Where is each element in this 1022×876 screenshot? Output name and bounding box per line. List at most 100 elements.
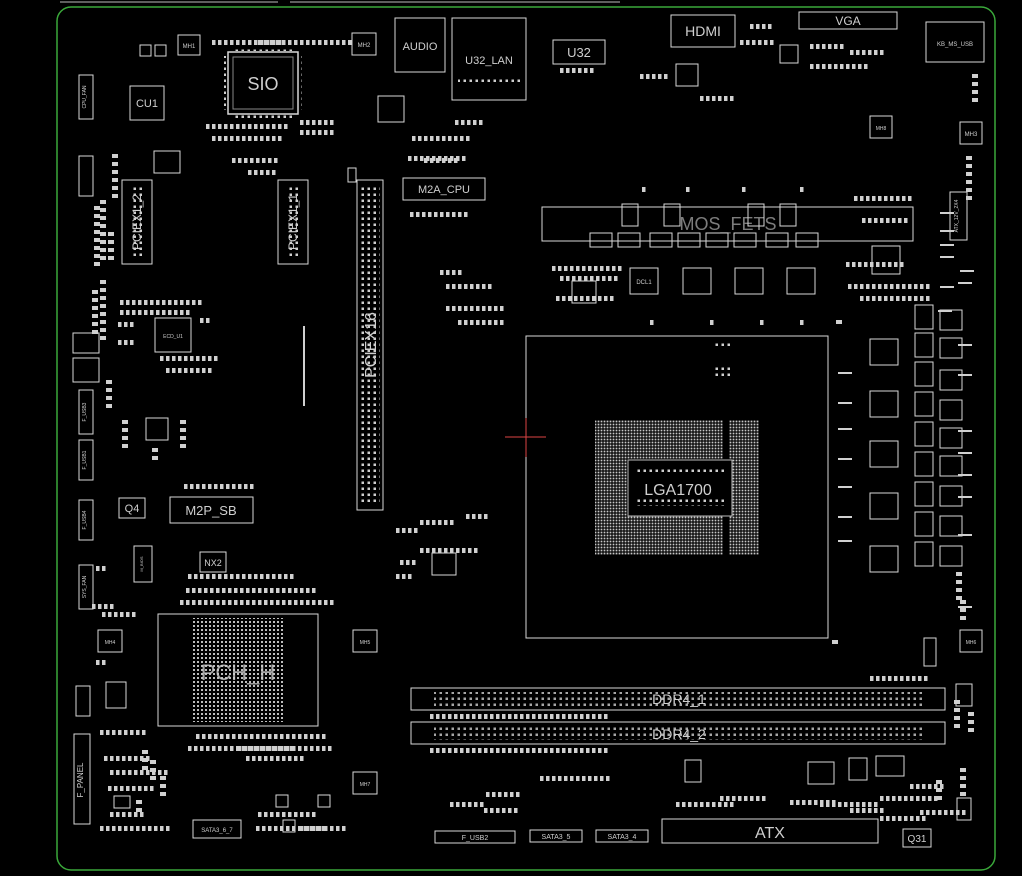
passive-pad — [194, 746, 198, 751]
passive-pad — [938, 310, 952, 312]
passive-pad — [184, 356, 188, 361]
passive-pad — [902, 284, 906, 289]
passive-pad — [318, 826, 322, 831]
passive-pad — [650, 320, 654, 325]
m2p-sb-label: M2P_SB — [185, 503, 236, 518]
ecd-u1-chip[interactable]: ECD_U1 — [154, 317, 192, 353]
pciex16-slot[interactable]: PCIEX16 — [347, 167, 384, 511]
pciex1-1-slot[interactable]: PCIEX1_1 — [277, 179, 309, 265]
u32-lan-connector[interactable]: U32_LAN — [451, 17, 527, 101]
passive-pad — [318, 600, 322, 605]
passive-pad — [298, 746, 302, 751]
sio-label: SIO — [247, 74, 278, 94]
passive-pad — [222, 600, 226, 605]
passive-pad — [960, 616, 966, 620]
passive-pad — [574, 748, 578, 753]
board-outline — [56, 6, 996, 871]
passive-pad — [108, 248, 114, 252]
passive-pad — [442, 158, 446, 163]
passive-pad — [396, 528, 400, 533]
passive-pad — [244, 734, 248, 739]
passive-pad — [110, 812, 114, 817]
passive-pad — [178, 368, 182, 373]
audio-connector[interactable]: AUDIO — [394, 17, 446, 73]
passive-pad — [454, 714, 458, 719]
ddr4-1-slot[interactable]: DDR4_1 — [410, 687, 946, 711]
passive-pad — [642, 187, 646, 192]
passive-pad — [768, 24, 772, 29]
passive-pad — [816, 64, 820, 69]
pciex1-2-slot[interactable]: PCIEX1_2 — [121, 179, 153, 265]
passive-pad — [746, 40, 750, 45]
sio-chip[interactable]: SIO — [224, 48, 302, 118]
sata3-4-connector[interactable]: SATA3_4 — [595, 829, 649, 843]
passive-pad — [868, 50, 872, 55]
passive-pad — [478, 748, 482, 753]
passive-pad — [198, 600, 202, 605]
cu1-chip[interactable]: CU1 — [129, 85, 165, 121]
passive-pad — [128, 756, 132, 761]
passive-pad — [256, 158, 260, 163]
passive-pad — [92, 306, 98, 310]
passive-pad — [188, 746, 192, 751]
passive-pad — [618, 266, 622, 271]
f-usb4-header[interactable]: F_USB4 — [78, 499, 94, 541]
passive-pad — [434, 212, 438, 217]
passive-pad — [706, 96, 710, 101]
kb-ms-usb-connector[interactable]: KB_MS_USB — [925, 21, 985, 63]
passive-pad — [532, 714, 536, 719]
passive-pad — [610, 296, 614, 301]
ddr4-2-slot[interactable]: DDR4_2 — [410, 721, 946, 745]
hdmi-connector[interactable]: HDMI — [670, 14, 736, 48]
passive-pad — [112, 730, 116, 735]
cpu-socket-lga1700[interactable]: LGA1700 — [525, 335, 829, 639]
atx-power-connector[interactable]: ATX — [661, 818, 879, 844]
passive-pad — [248, 124, 252, 129]
passive-pad — [262, 734, 266, 739]
m2a-cpu-slot[interactable]: M2A_CPU — [402, 177, 486, 201]
passive-pad — [218, 136, 222, 141]
passive-pad — [280, 734, 284, 739]
passive-pad — [886, 796, 890, 801]
passive-pad — [810, 44, 814, 49]
pch-chip[interactable]: PCH_H — [157, 613, 319, 727]
passive-pad — [456, 802, 460, 807]
m-bios-chip[interactable]: M_BIOS — [133, 545, 153, 583]
passive-pad — [936, 780, 942, 784]
passive-pad — [476, 306, 480, 311]
u32-connector[interactable]: U32 — [552, 39, 606, 65]
f-panel-header[interactable]: F_PANEL — [73, 733, 91, 825]
passive-pad — [120, 612, 124, 617]
passive-pad — [174, 310, 178, 315]
passive-pad — [236, 136, 240, 141]
passive-pad — [564, 266, 568, 271]
passive-pad — [248, 746, 252, 751]
passive-pad — [98, 604, 102, 609]
vga-connector[interactable]: VGA — [798, 11, 898, 30]
passive-pad — [224, 574, 228, 579]
f-usb3-header[interactable]: F_USB3 — [78, 389, 94, 435]
sata3-5-connector[interactable]: SATA3_5 — [529, 829, 583, 843]
sata3-6-7-connector[interactable]: SATA3_6_7 — [192, 819, 242, 839]
sys-fan-header[interactable]: SYS_FAN — [78, 564, 94, 610]
passive-pad — [838, 802, 842, 807]
passive-pad — [196, 368, 200, 373]
passive-pad — [134, 812, 138, 817]
passive-pad — [958, 606, 972, 608]
passive-pad — [440, 270, 444, 275]
m2p-sb-slot[interactable]: M2P_SB — [169, 496, 254, 524]
passive-pad — [300, 130, 304, 135]
passive-pad — [290, 574, 294, 579]
passive-pad — [920, 810, 924, 815]
passive-pad — [106, 404, 112, 408]
passive-pad — [200, 574, 204, 579]
passive-pad — [472, 748, 476, 753]
passive-pad — [904, 796, 908, 801]
passive-pad — [158, 770, 162, 775]
passive-pad — [910, 816, 914, 821]
cpu-fan-header[interactable]: CPU_FAN — [78, 74, 94, 120]
atx-12v-connector[interactable]: ATX_12V_2X4 — [949, 191, 968, 241]
passive-pad — [212, 746, 216, 751]
f-usb1-header[interactable]: F_USB1 — [78, 439, 94, 481]
f-usb2-header[interactable]: F_USB2 — [434, 830, 516, 844]
